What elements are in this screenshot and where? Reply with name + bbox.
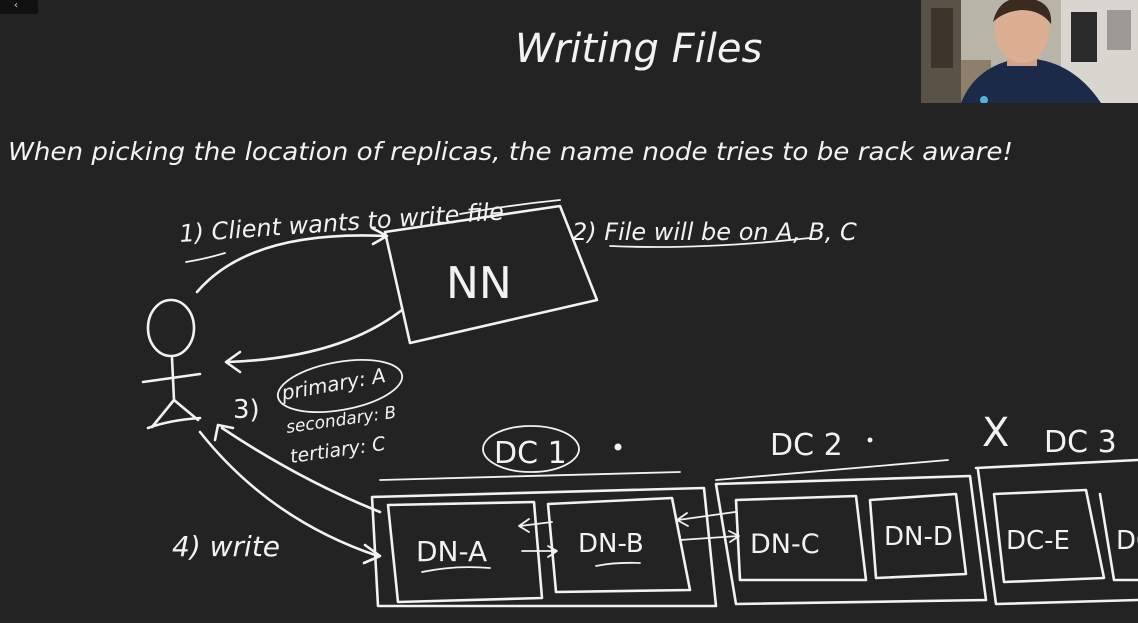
datanode-a-label: DN-A	[416, 535, 487, 568]
step-3-primary: primary: A	[279, 363, 388, 405]
step-1-overline	[459, 199, 561, 215]
chevron-left-icon: ‹	[14, 0, 18, 11]
name-node: NN	[383, 204, 599, 345]
step-2-label: 2) File will be on A, B, C	[572, 218, 857, 246]
name-node-label: NN	[446, 258, 512, 309]
primary-circle	[276, 359, 404, 413]
step-3-number: 3)	[233, 395, 260, 425]
arrow-write	[220, 426, 382, 514]
step-2-underline	[609, 237, 811, 248]
datanode-c-label: DN-C	[750, 529, 820, 560]
rack-awareness-note: When picking the location of replicas, t…	[8, 137, 1013, 166]
webcam-overlay	[921, 0, 1138, 103]
arrow-write-2	[198, 430, 380, 558]
arrow-client-to-nn	[195, 234, 387, 294]
client-stick-figure-icon	[141, 298, 202, 430]
dc-1-label: DC 1	[494, 436, 567, 471]
back-menu-button[interactable]: ‹	[0, 0, 38, 14]
arrow-nn-to-client	[226, 308, 404, 364]
step-3-tertiary: tertiary: C	[289, 433, 388, 468]
arrow-b-to-c	[679, 530, 740, 543]
datanode-f-label: DC	[1116, 526, 1138, 556]
datacenter-3: X DC 3 DC-E DC	[974, 410, 1138, 606]
dc-2-label: DC 2	[770, 428, 843, 463]
datacenter-1: DC 1 DN-A DN-B	[370, 425, 718, 608]
arrow-b-to-a	[518, 518, 553, 533]
step-4-label: 4) write	[172, 530, 280, 563]
datacenter-2: DC 2 DN-C DN-D	[676, 428, 988, 606]
datanode-d-label: DN-D	[884, 522, 953, 552]
arrow-c-to-b	[676, 511, 736, 527]
dc-3-strike-mark: X	[982, 410, 1009, 456]
datanode-e-label: DC-E	[1006, 526, 1070, 556]
dc-1-circle	[482, 425, 580, 473]
arrow-a-to-b	[521, 545, 558, 558]
dc-3-label: DC 3	[1044, 425, 1117, 460]
datanode-b-label: DN-B	[578, 529, 644, 559]
step-1-underline	[185, 252, 226, 263]
page-title: Writing Files	[515, 26, 762, 72]
